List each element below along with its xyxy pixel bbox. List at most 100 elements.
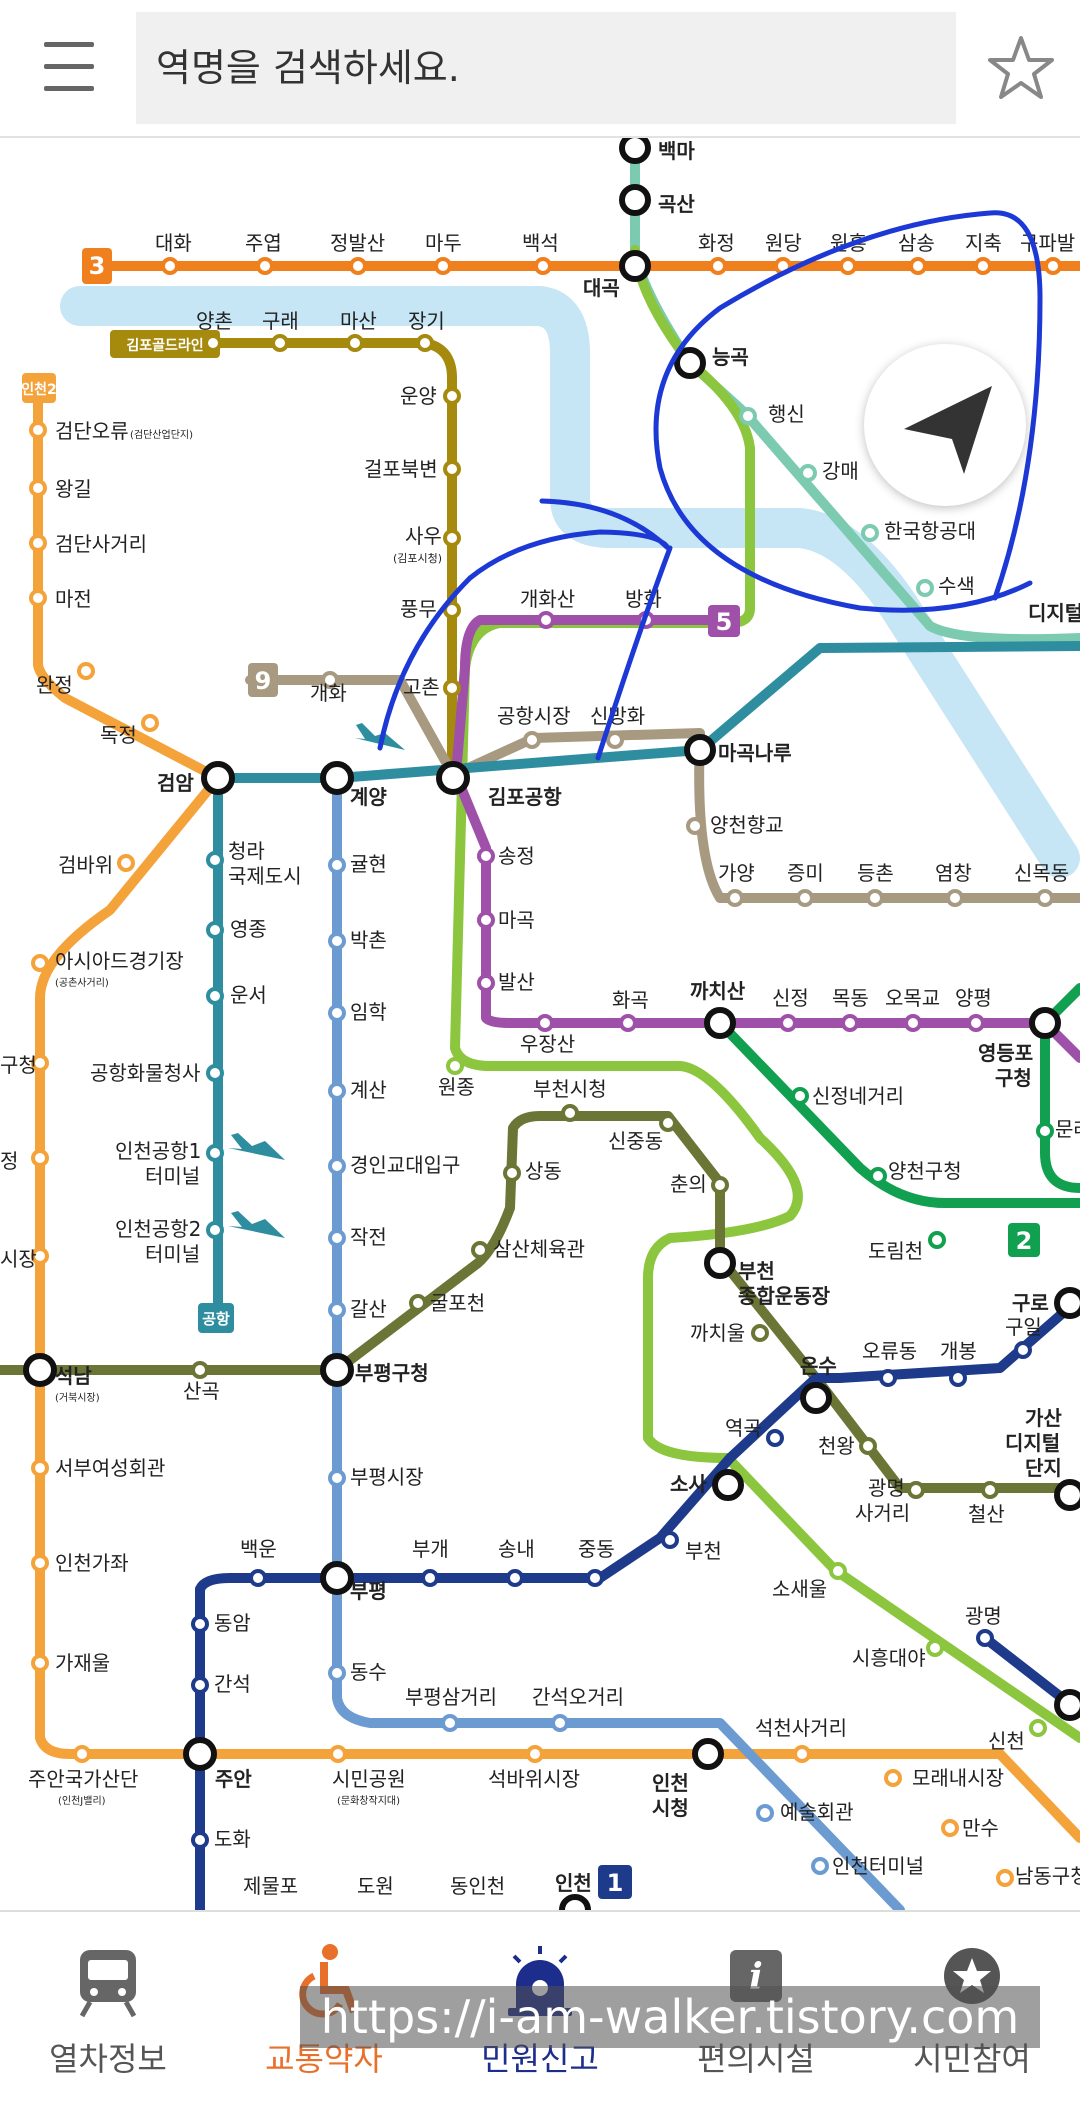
station-dot[interactable] — [477, 911, 495, 929]
station-dot[interactable] — [869, 1167, 887, 1185]
station-dot[interactable] — [31, 1654, 49, 1672]
station-dot[interactable] — [1014, 1341, 1032, 1359]
station-sincheon-transfer[interactable] — [1054, 1689, 1080, 1721]
station-dot[interactable] — [523, 731, 541, 749]
station-guro[interactable] — [1054, 1287, 1080, 1319]
station-dot[interactable] — [503, 1164, 521, 1182]
station-dot[interactable] — [829, 1562, 847, 1580]
station-dot[interactable] — [206, 1064, 224, 1082]
station-kkachisan[interactable] — [704, 1007, 736, 1039]
station-dot[interactable] — [206, 851, 224, 869]
station-dot[interactable] — [879, 1369, 897, 1387]
station-dot[interactable] — [941, 1819, 959, 1837]
station-geomam[interactable] — [201, 761, 235, 795]
station-dot[interactable] — [191, 1831, 209, 1849]
station-dot[interactable] — [249, 1569, 267, 1587]
station-dot[interactable] — [916, 579, 934, 597]
station-dot[interactable] — [204, 334, 222, 352]
station-bupyeong[interactable] — [320, 1561, 354, 1595]
station-dot[interactable] — [191, 1676, 209, 1694]
station-dot[interactable] — [1036, 889, 1054, 907]
station-dot[interactable] — [118, 1988, 126, 1996]
station-dot[interactable] — [191, 1361, 209, 1379]
station-dot[interactable] — [981, 1481, 999, 1499]
station-dot[interactable] — [928, 1231, 946, 1249]
station-dot[interactable] — [421, 1569, 439, 1587]
station-dot[interactable] — [328, 856, 346, 874]
station-dot[interactable] — [861, 524, 879, 542]
favorite-star-icon[interactable] — [986, 34, 1056, 104]
station-dot[interactable] — [321, 671, 339, 689]
station-dot[interactable] — [537, 611, 555, 629]
station-dot[interactable] — [29, 534, 47, 552]
station-dot[interactable] — [866, 889, 884, 907]
station-seoknam[interactable] — [23, 1353, 57, 1387]
station-dot[interactable] — [29, 589, 47, 607]
current-location-compass-button[interactable] — [864, 344, 1026, 506]
station-gyeyang[interactable] — [320, 761, 354, 795]
station-dot[interactable] — [976, 1629, 994, 1647]
station-dot[interactable] — [606, 731, 624, 749]
station-dot[interactable] — [586, 1569, 604, 1587]
station-dot[interactable] — [31, 1054, 49, 1072]
station-dot[interactable] — [349, 257, 367, 275]
station-dot[interactable] — [793, 1745, 811, 1763]
station-dot[interactable] — [31, 1247, 49, 1265]
station-dot[interactable] — [271, 334, 289, 352]
station-dot[interactable] — [686, 817, 704, 835]
station-baekma[interactable] — [619, 138, 651, 164]
station-dot[interactable] — [526, 1745, 544, 1763]
station-dot[interactable] — [434, 257, 452, 275]
station-incheon[interactable] — [559, 1894, 591, 1910]
station-dot[interactable] — [477, 974, 495, 992]
station-dot[interactable] — [796, 889, 814, 907]
station-dot[interactable] — [443, 601, 461, 619]
station-dot[interactable] — [1044, 257, 1062, 275]
station-dot[interactable] — [551, 1714, 569, 1732]
station-dot[interactable] — [443, 529, 461, 547]
station-dot[interactable] — [328, 1082, 346, 1100]
station-neunggok[interactable] — [674, 347, 706, 379]
station-dot[interactable] — [946, 889, 964, 907]
station-dot[interactable] — [536, 1014, 554, 1032]
station-dot[interactable] — [29, 421, 47, 439]
station-dot[interactable] — [206, 1221, 224, 1239]
station-dot[interactable] — [141, 714, 159, 732]
station-dot[interactable] — [443, 460, 461, 478]
station-dot[interactable] — [117, 854, 135, 872]
station-dot[interactable] — [346, 334, 364, 352]
station-dot[interactable] — [31, 1459, 49, 1477]
station-dot[interactable] — [709, 257, 727, 275]
station-dot[interactable] — [726, 889, 744, 907]
station-dot[interactable] — [471, 1241, 489, 1259]
station-dot[interactable] — [416, 334, 434, 352]
station-dot[interactable] — [446, 1057, 464, 1075]
station-incheon-cityhall[interactable] — [692, 1738, 724, 1770]
station-yeongdeungpo[interactable] — [1029, 1007, 1061, 1039]
station-dot[interactable] — [949, 1369, 967, 1387]
station-dot[interactable] — [739, 407, 757, 425]
station-dot[interactable] — [328, 1004, 346, 1022]
station-dot[interactable] — [904, 1014, 922, 1032]
hamburger-menu-icon[interactable] — [38, 40, 100, 92]
station-dot[interactable] — [477, 847, 495, 865]
station-dot[interactable] — [256, 257, 274, 275]
station-dot[interactable] — [328, 1469, 346, 1487]
station-dot[interactable] — [206, 987, 224, 1005]
station-bucheon-stadium[interactable] — [704, 1247, 736, 1279]
station-dot[interactable] — [909, 257, 927, 275]
station-dot[interactable] — [328, 1229, 346, 1247]
station-juan[interactable] — [183, 1737, 217, 1771]
station-dot[interactable] — [73, 1745, 91, 1763]
station-onsu[interactable] — [800, 1382, 832, 1414]
station-goksan[interactable] — [619, 184, 651, 216]
station-dot[interactable] — [751, 1324, 769, 1342]
nav-train-info[interactable]: 열차정보 — [0, 1912, 216, 2108]
station-dot[interactable] — [839, 257, 857, 275]
station-dot[interactable] — [926, 1639, 944, 1657]
station-dot[interactable] — [779, 1014, 797, 1032]
station-dot[interactable] — [328, 1301, 346, 1319]
station-dot[interactable] — [766, 1429, 784, 1447]
station-dot[interactable] — [907, 1481, 925, 1499]
station-dot[interactable] — [791, 1087, 809, 1105]
